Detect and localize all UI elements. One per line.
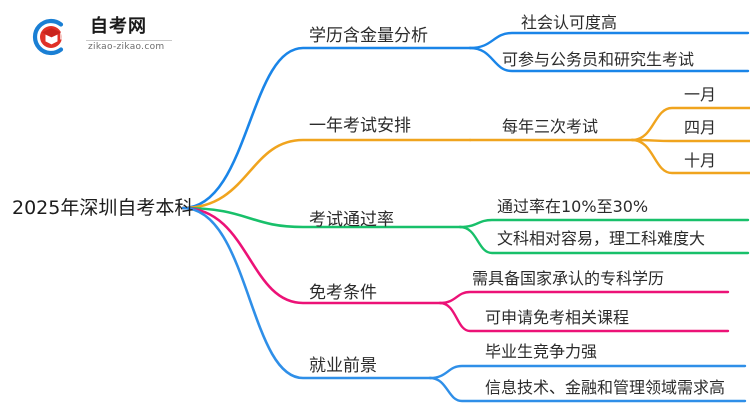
leaf-node-4-2[interactable]: 可申请免考相关课程: [485, 308, 630, 327]
branch-node-1[interactable]: 学历含金量分析: [309, 26, 428, 46]
branch-node-4[interactable]: 免考条件: [309, 283, 377, 303]
leaf-node-1-2[interactable]: 可参与公务员和研究生考试: [502, 50, 695, 69]
logo-name-cn: 自考网: [90, 16, 147, 37]
leaf-node-2-1-2[interactable]: 四月: [684, 118, 717, 137]
leaf-node-2-1-3[interactable]: 十月: [684, 151, 717, 170]
leaf-node-1-1[interactable]: 社会认可度高: [521, 13, 618, 32]
logo-mark-icon: [32, 18, 64, 56]
leaf-node-2-1[interactable]: 每年三次考试: [502, 117, 599, 136]
logo-domain: zikao-zikao.com: [88, 42, 165, 52]
branch-node-3[interactable]: 考试通过率: [309, 210, 394, 230]
leaf-node-3-2[interactable]: 文科相对容易，理工科难度大: [497, 229, 706, 248]
leaf-node-5-2[interactable]: 信息技术、金融和管理领域需求高: [485, 378, 726, 397]
leaf-node-3-1[interactable]: 通过率在10%至30%: [497, 197, 649, 216]
leaf-node-4-1[interactable]: 需具备国家承认的专科学历: [472, 269, 665, 288]
leaf-node-5-1[interactable]: 毕业生竞争力强: [485, 342, 598, 361]
site-logo: 自考网 zikao-zikao.com: [28, 12, 173, 58]
leaf-node-2-1-1[interactable]: 一月: [684, 85, 717, 104]
branch-node-2[interactable]: 一年考试安排: [309, 116, 411, 136]
mindmap-root-node[interactable]: 2025年深圳自考本科: [12, 197, 194, 219]
branch-node-5[interactable]: 就业前景: [309, 356, 377, 376]
logo-divider: [86, 40, 172, 41]
